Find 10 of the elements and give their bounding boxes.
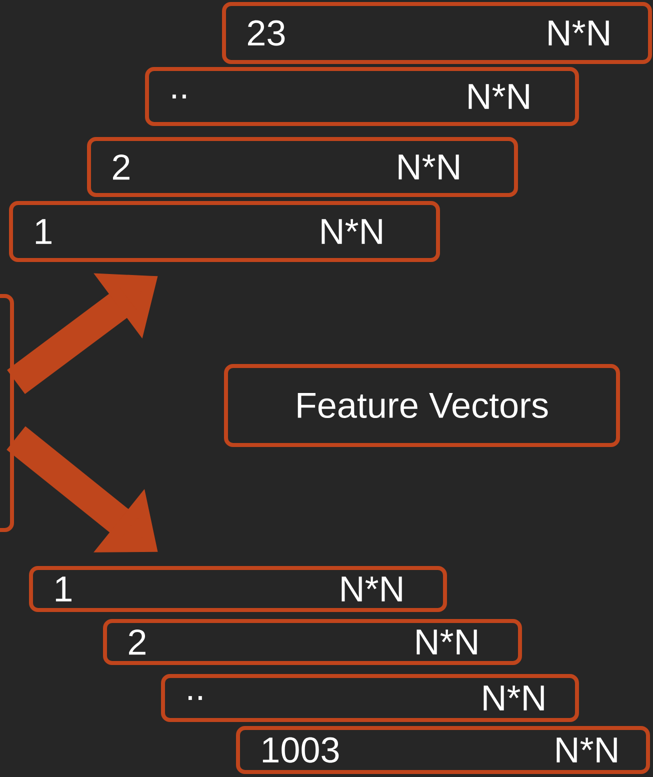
vector-box: 2 N*N: [87, 137, 518, 197]
vector-box: .. N*N: [161, 674, 579, 722]
box-outline: [0, 294, 14, 532]
vector-box: .. N*N: [145, 67, 579, 126]
vector-box: 1 N*N: [9, 201, 440, 262]
vector-box: 1003 N*N: [236, 726, 650, 774]
vector-box: 2 N*N: [103, 619, 522, 665]
vector-box: 23 N*N: [222, 2, 652, 64]
label-box: Feature Vectors: [224, 364, 620, 447]
vector-box: 1 N*N: [29, 566, 447, 612]
